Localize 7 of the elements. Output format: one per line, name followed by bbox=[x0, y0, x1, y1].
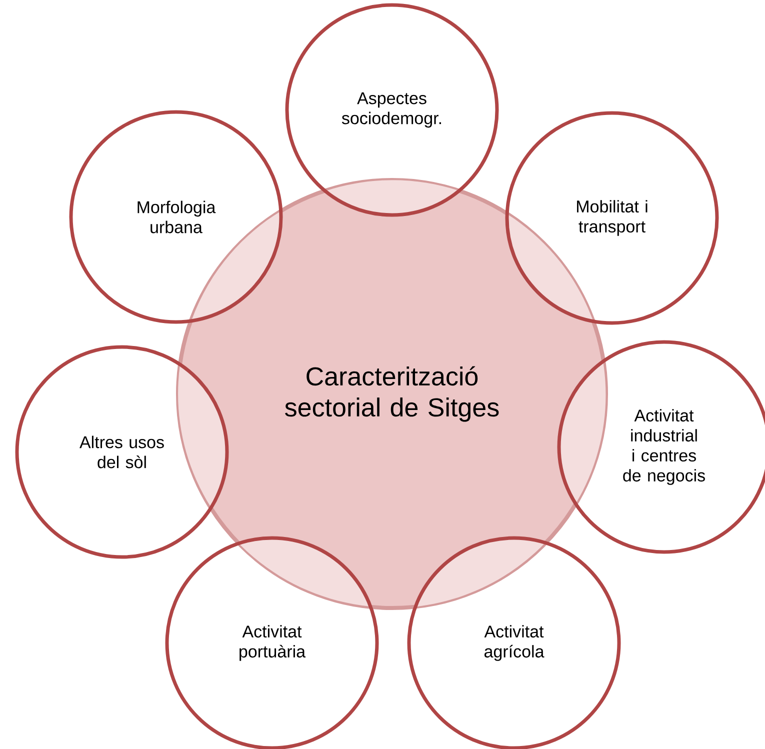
circle-node: Activitat agrícola bbox=[407, 536, 621, 749]
circle-node: Aspectes sociodemogr. bbox=[285, 3, 499, 217]
circle-node: Mobilitat i transport bbox=[505, 111, 719, 325]
circle-node: Morfologia urbana bbox=[69, 110, 283, 324]
circle-node: Altres usos del sòl bbox=[15, 345, 229, 559]
circle-node: Activitat industrial i centres de negocis bbox=[557, 340, 765, 554]
circle-node: Activitat portuària bbox=[165, 536, 379, 749]
